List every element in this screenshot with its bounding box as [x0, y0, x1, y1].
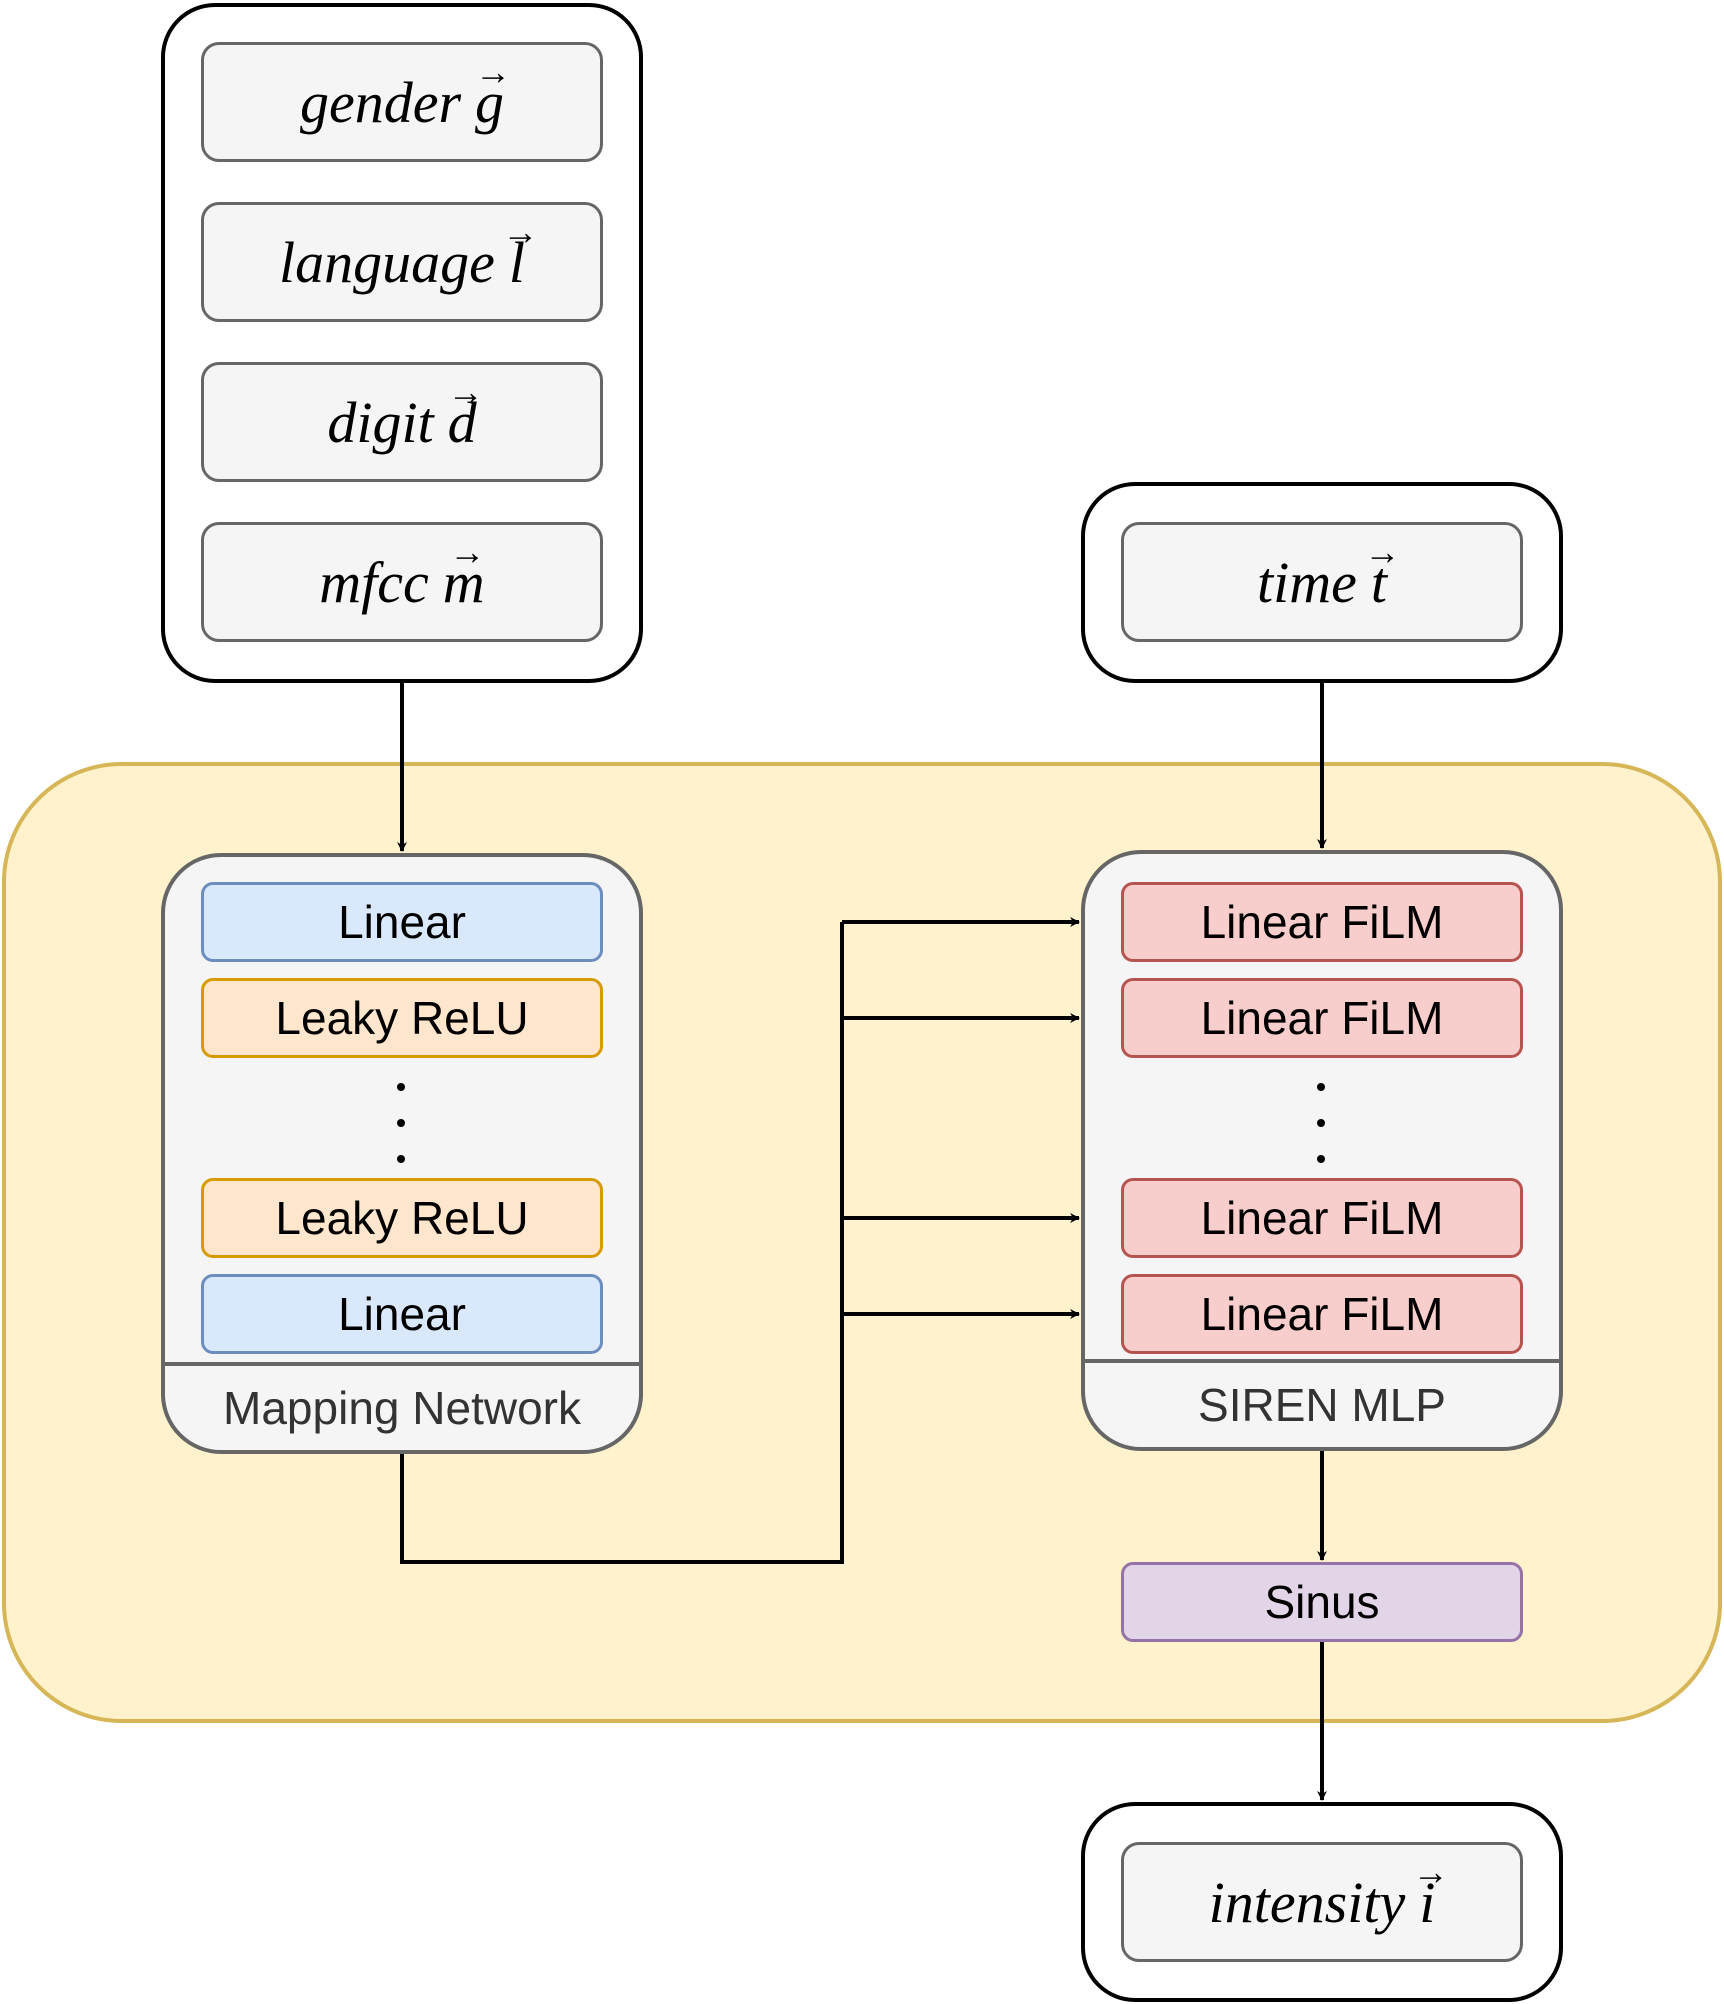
time-word: time: [1257, 549, 1357, 615]
mapping-leaky-relu-layer-1: Leaky ReLU: [201, 978, 603, 1058]
digit-input: digitd: [201, 362, 603, 482]
mapping-linear-layer-2: Linear: [201, 1274, 603, 1354]
linear-film-layer-1: Linear FiLM: [1121, 882, 1523, 962]
gender-input: genderg: [201, 42, 603, 162]
mapping-linear-layer-1: Linear: [201, 882, 603, 962]
intensity-output: intensityi: [1121, 1842, 1523, 1962]
language-vector-symbol: l: [509, 229, 525, 296]
mapping-leaky-relu-layer-2: Leaky ReLU: [201, 1178, 603, 1258]
siren-mlp-label: SIREN MLP: [1085, 1359, 1559, 1447]
intensity-word: intensity: [1208, 1869, 1406, 1935]
gender-vector-symbol: g: [475, 69, 504, 136]
mapping-ellipsis: [381, 1083, 421, 1163]
sinus-activation: Sinus: [1121, 1562, 1523, 1642]
digit-vector-symbol: d: [448, 389, 477, 456]
edge-mapping-to-bus: [400, 922, 844, 1564]
mfcc-input: mfccm: [201, 522, 603, 642]
digit-word: digit: [327, 389, 434, 455]
time-vector-symbol: t: [1371, 549, 1387, 616]
linear-film-layer-4: Linear FiLM: [1121, 1274, 1523, 1354]
linear-film-layer-2: Linear FiLM: [1121, 978, 1523, 1058]
linear-film-layer-3: Linear FiLM: [1121, 1178, 1523, 1258]
gender-word: gender: [299, 69, 462, 135]
intensity-vector-symbol: i: [1419, 1869, 1435, 1936]
time-input: timet: [1121, 522, 1523, 642]
language-input: languagel: [201, 202, 603, 322]
language-word: language: [279, 229, 495, 295]
mfcc-vector-symbol: m: [443, 549, 485, 616]
mfcc-word: mfcc: [319, 549, 429, 615]
siren-ellipsis: [1301, 1083, 1341, 1163]
mapping-network-label: Mapping Network: [165, 1362, 639, 1450]
